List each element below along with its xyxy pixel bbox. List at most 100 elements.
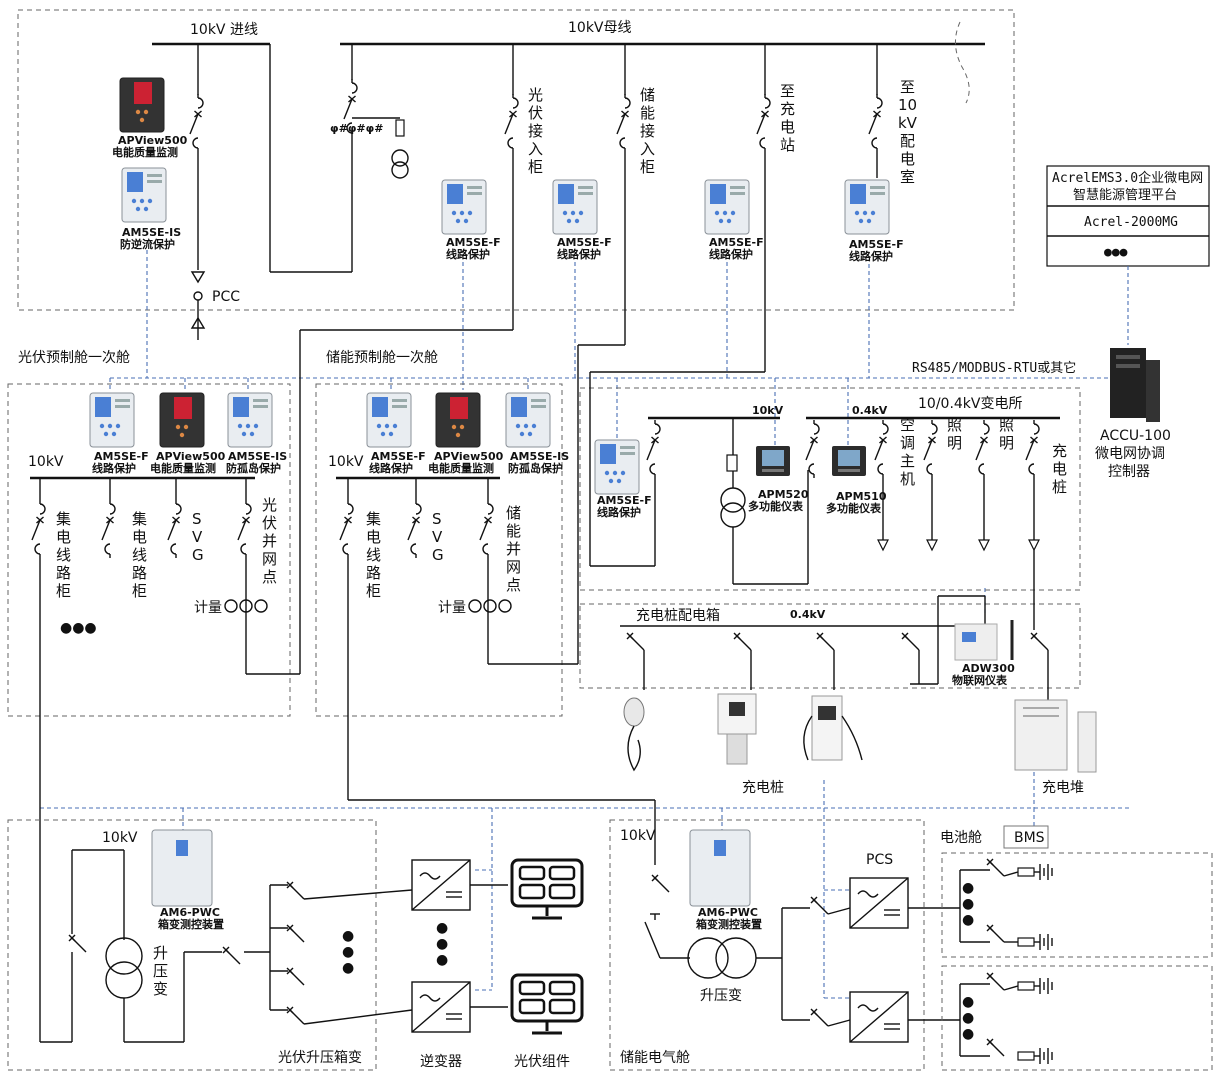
es-f3-c1: V [432, 528, 443, 546]
es-f3-c2: G [432, 546, 444, 564]
es-f4-c3: 网 [506, 558, 521, 576]
arrester-symbol: φ#φ#φ# [330, 122, 383, 135]
pv-f2-c3: 路 [132, 564, 147, 582]
es-cabin: 储能预制舱一次舱 AM5SE-F 线路保护 APView500 电能质量监测 A… [315, 344, 656, 865]
inverter-label: 逆变器 [420, 1054, 462, 1070]
charging-box-voltage: 0.4kV [790, 608, 826, 621]
pcc-point [193, 291, 203, 301]
battery-more-4: ● [962, 994, 974, 1010]
es-metering-label: 计量 [438, 600, 466, 616]
battery-more-3: ● [962, 912, 974, 928]
comm-label: RS485/MODBUS-RTU或其它 [912, 360, 1076, 376]
ems-line3: Acrel-2000MG [1084, 215, 1178, 230]
pv-box-title: 光伏升压箱变 [278, 1050, 362, 1066]
apm510-desc: 多功能仪表 [826, 501, 882, 515]
pv-box-more-3: ● [342, 960, 354, 976]
pv-dev3-name: AM5SE-IS [228, 450, 287, 463]
pv-dev3-desc: 防孤岛保护 [226, 461, 281, 475]
charging-box-title: 充电桩配电箱 [636, 607, 720, 624]
pv-module-label: 光伏组件 [514, 1054, 570, 1070]
apview500-name: APView500 [118, 134, 188, 147]
es-dev3-name: AM5SE-IS [510, 450, 569, 463]
es-f4-c1: 能 [506, 522, 521, 540]
sub-l2-c1: 明 [999, 434, 1014, 452]
apm510-name: APM510 [836, 490, 887, 503]
es-f3-c0: S [432, 510, 442, 528]
feeder-storage-c0: 储 [640, 86, 655, 104]
feeder-charging-c1: 充 [780, 100, 795, 118]
charging-stack-label: 充电堆 [1042, 780, 1084, 796]
adw300-desc: 物联网仪表 [952, 673, 1008, 687]
pv-box: 光伏升压箱变 10kV AM6-PWC 箱变测控装置 升 压 变 ● [7, 819, 584, 1071]
feeder-storage: 储 能 接 入 柜 [616, 44, 655, 345]
es-box-voltage: 10kV [620, 828, 656, 844]
pv-metering-label: 计量 [194, 600, 222, 616]
battery-more-5: ● [962, 1010, 974, 1026]
battery-cabins: 电池舱 BMS ● ● ● ● ● ● [940, 825, 1213, 1071]
pv-inverter-2-icon [411, 981, 471, 1033]
sub-f-name: AM5SE-F [597, 494, 652, 507]
pv-f2-c1: 电 [132, 528, 147, 546]
am5se-f-charging-icon [704, 179, 750, 235]
feeder-room-c2: kV [898, 114, 918, 132]
sub-l1-c1: 明 [947, 434, 962, 452]
feeder-room-c1: 10 [898, 96, 917, 114]
sub-lv-label: 0.4kV [852, 404, 888, 417]
feeder-pv: 光 伏 接 入 柜 [504, 44, 543, 330]
es-f1-c4: 柜 [366, 582, 381, 600]
pv-box-more-1: ● [342, 928, 354, 944]
am5se-f-room-icon [844, 179, 890, 235]
pv-f3-c0: S [192, 510, 202, 528]
ems-platform: AcrelEMS3.0企业微电网 智慧能源管理平台 Acrel-2000MG ●… [1046, 165, 1210, 345]
ems-more: ●●● [1104, 245, 1128, 260]
sub-ac-c2: 主 [900, 452, 915, 470]
feeder-charging: 至 充 电 站 [756, 44, 795, 372]
feeder-pv-c3: 入 [528, 140, 543, 158]
charging-box: 充电桩配电箱 0.4kV ADW300 物联网仪表 充电桩 [579, 550, 1097, 796]
es-transformer-label: 升压变 [700, 988, 742, 1004]
es-f1-c2: 线 [366, 546, 381, 564]
am5se-f-storage-desc: 线路保护 [557, 247, 601, 261]
am5se-is-device-icon [121, 167, 167, 223]
ev-charger-dc-icon [811, 695, 843, 761]
incoming-label: 10kV 进线 [190, 22, 258, 38]
feeder-room-c3: 配 [900, 132, 915, 150]
pv-tr-c2: 变 [153, 980, 168, 998]
charging-pile-label: 充电桩 [742, 779, 784, 796]
feeder-room: 至 10 kV 配 电 室 [868, 44, 918, 186]
es-dev1-name: AM5SE-F [371, 450, 426, 463]
pv-am6-desc: 箱变测控装置 [158, 917, 224, 931]
am5se-f-storage-name: AM5SE-F [557, 236, 612, 249]
accu-desc1: 微电网协调 [1095, 446, 1165, 462]
sub-ac-c0: 空 [900, 416, 915, 434]
am5se-f-charging-desc: 线路保护 [709, 247, 753, 261]
sub-hv-label: 10kV [752, 404, 784, 417]
feeder-room-c4: 电 [900, 150, 915, 168]
pv-cabin: 光伏预制舱一次舱 AM5SE-F 线路保护 APView500 电能质量监测 A… [7, 329, 513, 1042]
es-f1-c3: 路 [366, 564, 381, 582]
feeder-charging-c3: 站 [780, 136, 795, 154]
comm-bus [40, 250, 1130, 999]
bms-box [1003, 825, 1049, 849]
battery-more-6: ● [962, 1026, 974, 1042]
pv-box-voltage: 10kV [102, 830, 138, 846]
es-am6-name: AM6-PWC [698, 906, 758, 919]
feeder-storage-c3: 入 [640, 140, 655, 158]
ems-line2: 智慧能源管理平台 [1073, 187, 1177, 203]
feeder-room-c0: 至 [900, 78, 915, 96]
pv-f1-c2: 线 [56, 546, 71, 564]
inverter-more-3: ● [436, 952, 448, 968]
pv-f2-c2: 线 [132, 546, 147, 564]
am5se-f-pv-desc: 线路保护 [446, 247, 490, 261]
es-f4-c0: 储 [506, 504, 521, 522]
sub-l1-c0: 照 [947, 416, 962, 434]
pv-dev2-desc: 电能质量监测 [150, 461, 216, 475]
pv-tr-c0: 升 [153, 944, 168, 962]
pv-f1-c1: 电 [56, 528, 71, 546]
am6-pwc-es-icon [689, 829, 751, 907]
pv-step-up-transformer-icon [105, 937, 143, 975]
pv-f2-c4: 柜 [132, 582, 147, 600]
pv-module-1-icon [510, 858, 584, 920]
pv-dev1-name: AM5SE-F [94, 450, 149, 463]
feeder-storage-c1: 能 [640, 104, 655, 122]
